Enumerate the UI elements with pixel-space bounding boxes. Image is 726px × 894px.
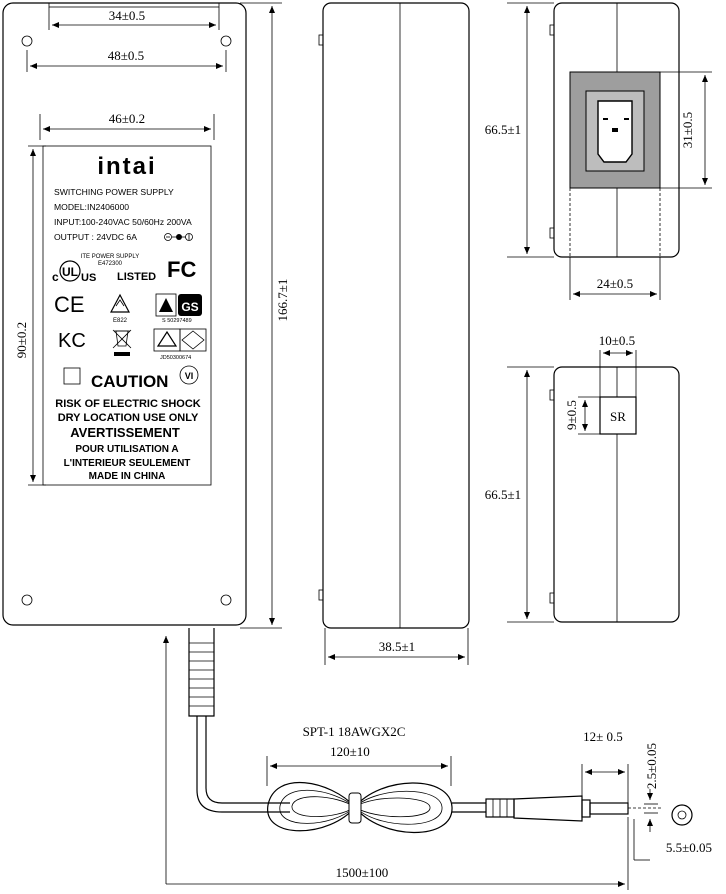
- dim-coil-length: 120±10: [330, 744, 370, 759]
- dc-cable-assembly: SPT-1 18AWGX2C 120±10 12± 0.5 2.5±0.05 5…: [163, 628, 712, 890]
- rcm-icon: [110, 293, 130, 313]
- ite-line-2: E472300: [98, 261, 123, 267]
- label-line-input: INPUT:100-240VAC 50/60Hz 200VA: [54, 217, 192, 227]
- kc-icon: KC: [58, 330, 86, 352]
- strain-relief-label: SR: [610, 409, 626, 424]
- dim-socket-height: 31±0.5: [680, 112, 695, 148]
- warning-line-4: POUR UTILISATION A: [75, 444, 178, 455]
- gs-number: S 50297489: [162, 318, 192, 324]
- dim-plug-dia: 5.5±0.05: [666, 840, 712, 855]
- end-view-dc-output: SR 10±0.5 9±0.5 66.5±1: [485, 333, 680, 623]
- dim-pin-dia: 2.5±0.05: [644, 743, 659, 789]
- cable-spec: SPT-1 18AWGX2C: [303, 724, 406, 739]
- end2-body-outline: [553, 366, 680, 623]
- dim-thickness: 38.5±1: [379, 639, 415, 654]
- polarity-icon: [164, 233, 193, 241]
- dim-end-width: 24±0.5: [597, 276, 633, 291]
- end-body-outline: [553, 2, 680, 258]
- ce-icon: CE: [54, 292, 85, 317]
- screw-hole-bottom-left: [21, 594, 33, 606]
- gs-safety-icon: GS: [155, 293, 202, 317]
- vi-mark: VI: [185, 371, 194, 381]
- jd-number: JD50300674: [160, 355, 191, 361]
- svg-text:GS: GS: [181, 300, 198, 314]
- svg-text:LISTED: LISTED: [117, 271, 156, 283]
- label-line-product: SWITCHING POWER SUPPLY: [54, 187, 174, 197]
- svg-text:US: US: [81, 272, 96, 284]
- dim-length: 166.7±1: [275, 279, 290, 322]
- cable-strain-relief: [188, 628, 215, 717]
- weee-bin-icon: [112, 329, 132, 356]
- dc-plug: [485, 795, 693, 826]
- screw-hole-top-left: [21, 35, 33, 47]
- strain-relief-box: [599, 396, 637, 435]
- jd-safety-icon: [153, 328, 207, 352]
- adapter-body-outline: [2, 2, 247, 626]
- svg-text:c: c: [52, 270, 59, 284]
- ul-listed-icon: c UL US LISTED: [52, 260, 156, 284]
- side-view: 166.7±1 38.5±1: [240, 2, 470, 665]
- dim-end-height: 66.5±1: [485, 122, 521, 137]
- screw-hole-top-right: [220, 35, 232, 47]
- plug-end-view: [671, 804, 693, 826]
- efficiency-vi-icon: [179, 365, 199, 385]
- end-view-ac-inlet: 66.5±1 31±0.5 24±0.5: [485, 2, 712, 300]
- warning-line-3: AVERTISSEMENT: [70, 425, 180, 440]
- dim-label-width: 46±0.2: [109, 111, 145, 126]
- svg-text:UL: UL: [62, 265, 78, 279]
- rcm-code: E822: [113, 318, 128, 324]
- warning-line-2: DRY LOCATION USE ONLY: [58, 412, 199, 424]
- warning-line-6: MADE IN CHINA: [89, 471, 166, 482]
- dim-plug-length: 12± 0.5: [583, 729, 623, 744]
- label-line-output: OUTPUT : 24VDC 6A: [54, 232, 137, 242]
- dim-label-height: 90±0.2: [14, 322, 29, 358]
- top-rib: [48, 2, 220, 8]
- warning-line-1: RISK OF ELECTRIC SHOCK: [55, 398, 201, 410]
- caution-title: CAUTION: [91, 372, 168, 391]
- dim-sr-height: 9±0.5: [564, 400, 579, 430]
- dim-sr-width: 10±0.5: [599, 333, 635, 348]
- label-line-model: MODEL:IN2406000: [54, 202, 129, 212]
- screw-hole-bottom-right: [220, 594, 232, 606]
- rating-label: [42, 145, 212, 486]
- dim-cable-length: 1500±100: [336, 865, 389, 880]
- coiled-cable: [267, 782, 453, 834]
- ite-line-1: ITE POWER SUPPLY: [81, 254, 140, 260]
- dim-end2-height: 66.5±1: [485, 487, 521, 502]
- side-body-outline: [322, 2, 470, 629]
- brand-logo: intai: [97, 153, 156, 180]
- fcc-icon: FC: [167, 257, 196, 282]
- dim-top-width: 48±0.5: [108, 48, 144, 63]
- warning-line-5: L'INTERIEUR SEULEMENT: [64, 458, 191, 469]
- dim-top-screw: 34±0.5: [109, 8, 145, 23]
- front-view: 34±0.5 48±0.5 46±0.2 90±0.2 intai SWITCH…: [2, 2, 247, 626]
- double-insulation-icon: [63, 367, 81, 385]
